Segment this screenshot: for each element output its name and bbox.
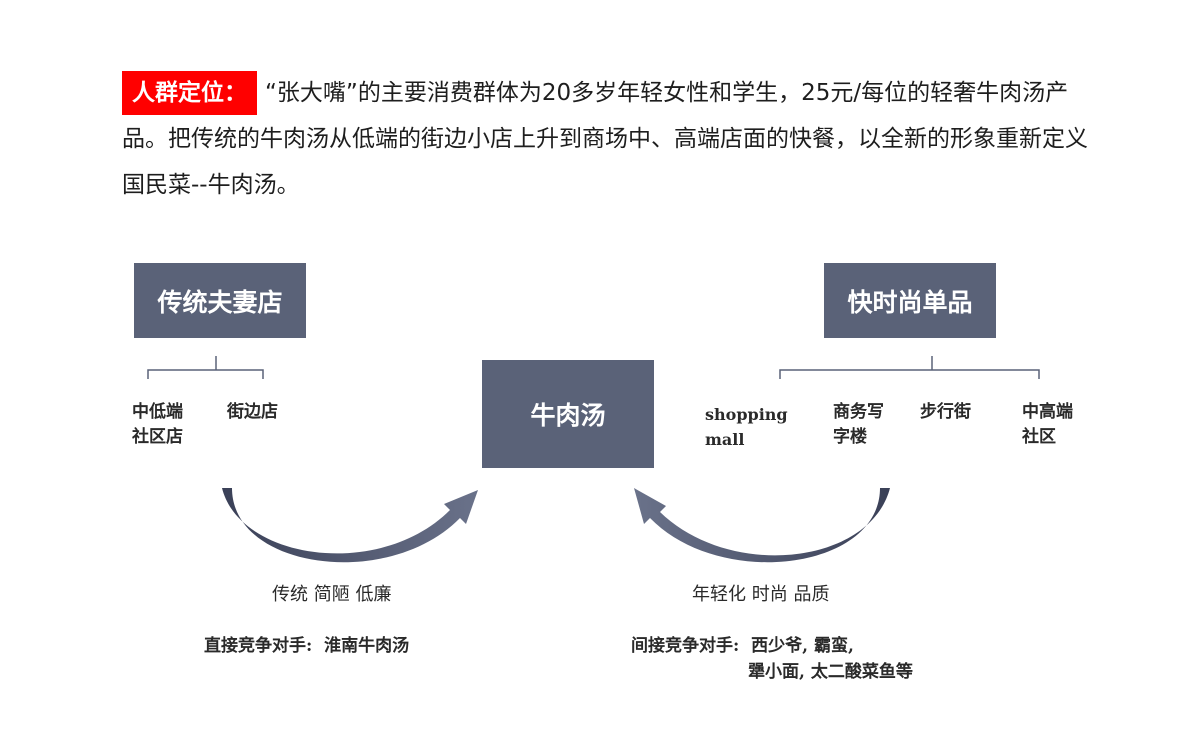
label-mid-high-community: 中高端 社区 <box>1022 402 1073 447</box>
left-traits: 传统 简陋 低廉 <box>272 584 392 605</box>
box-beef-soup: 牛肉汤 <box>482 360 654 468</box>
label-pedestrian-street: 步行街 <box>920 402 971 422</box>
right-traits: 年轻化 时尚 品质 <box>692 584 830 605</box>
indirect-competitors-line1: 间接竞争对手: 西少爷, 霸蛮, <box>631 636 854 656</box>
label-street-shop: 街边店 <box>227 402 278 422</box>
right-bracket <box>779 356 1040 379</box>
intro-text: “张大嘴”的主要消费群体为20多岁年轻女性和学生，25元/每位的轻奢牛肉汤产品。… <box>122 80 1088 198</box>
box-traditional-shop: 传统夫妻店 <box>134 263 306 338</box>
direct-competitors: 直接竞争对手: 淮南牛肉汤 <box>204 636 410 656</box>
right-curved-arrow-icon <box>634 488 890 563</box>
intro-paragraph: 人群定位：“张大嘴”的主要消费群体为20多岁年轻女性和学生，25元/每位的轻奢牛… <box>122 70 1102 208</box>
left-curved-arrow-icon <box>222 488 478 563</box>
left-bracket <box>147 356 264 379</box>
label-office-building: 商务写 字楼 <box>833 402 884 447</box>
box-fast-fashion: 快时尚单品 <box>824 263 996 338</box>
indirect-competitors-line2: 犟小面, 太二酸菜鱼等 <box>748 662 913 682</box>
tag-crowd-positioning: 人群定位： <box>122 71 257 115</box>
label-low-mid-community: 中低端 社区店 <box>132 402 183 447</box>
label-shopping-mall: shopping mall <box>705 405 788 449</box>
